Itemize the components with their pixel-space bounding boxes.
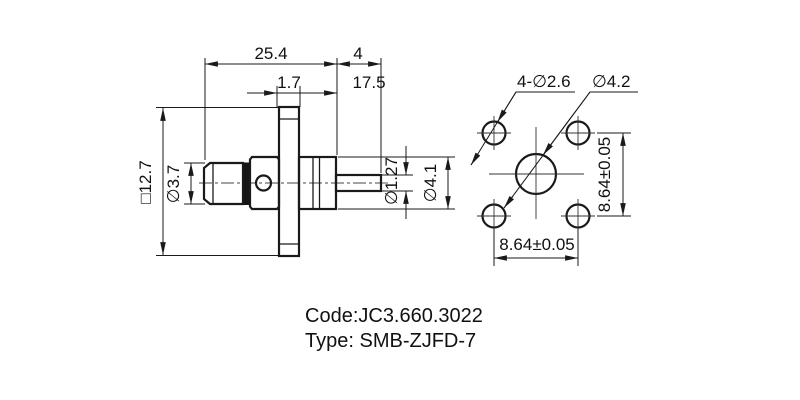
connector-nut-body — [202, 161, 245, 206]
dim-nut-diameter: ∅3.7 — [164, 165, 183, 203]
side-dimension-lines — [160, 61, 451, 256]
title-block: Code:JC3.660.3022 Type: SMB-ZJFD-7 — [305, 305, 483, 352]
flange-side — [277, 105, 301, 258]
dim-flange-thickness: 1.7 — [277, 73, 301, 92]
code-label: Code:JC3.660.3022 — [305, 305, 483, 327]
groove-band — [243, 162, 250, 205]
dim-center-hole: ∅4.2 — [592, 72, 630, 91]
dim-mounting-holes: 4-∅2.6 — [517, 72, 571, 91]
vertical-spacing-dimension — [597, 132, 631, 217]
dim-total-length: 25.4 — [254, 44, 287, 63]
hex-section — [248, 155, 281, 211]
horizontal-spacing-dimension — [493, 229, 579, 266]
contact-pin — [334, 173, 383, 193]
dim-rear-length: 17.5 — [352, 73, 385, 92]
dim-pin-length: 4 — [353, 44, 362, 63]
dim-body-diameter: ∅4.1 — [421, 164, 440, 202]
side-extension-lines — [156, 58, 455, 256]
side-hole — [254, 174, 273, 192]
hole-centerlines — [477, 116, 595, 233]
front-view: 4-∅2.6 ∅4.2 8.64±0.05 8.64±0.05 — [470, 72, 638, 266]
dim-pin-diameter: ∅1.27 — [382, 157, 401, 205]
type-label: Type: SMB-ZJFD-7 — [305, 330, 476, 352]
dim-hole-spacing-horizontal: 8.64±0.05 — [499, 235, 575, 254]
dim-hole-spacing-vertical: 8.64±0.05 — [595, 137, 614, 213]
leader-mounting-holes — [470, 91, 575, 166]
leader-center-hole — [503, 91, 638, 209]
side-view: 25.4 4 1.7 17.5 □12.7 ∅3.7 ∅1.27 ∅4.1 — [136, 44, 455, 258]
dim-square-flange: □12.7 — [136, 160, 155, 203]
